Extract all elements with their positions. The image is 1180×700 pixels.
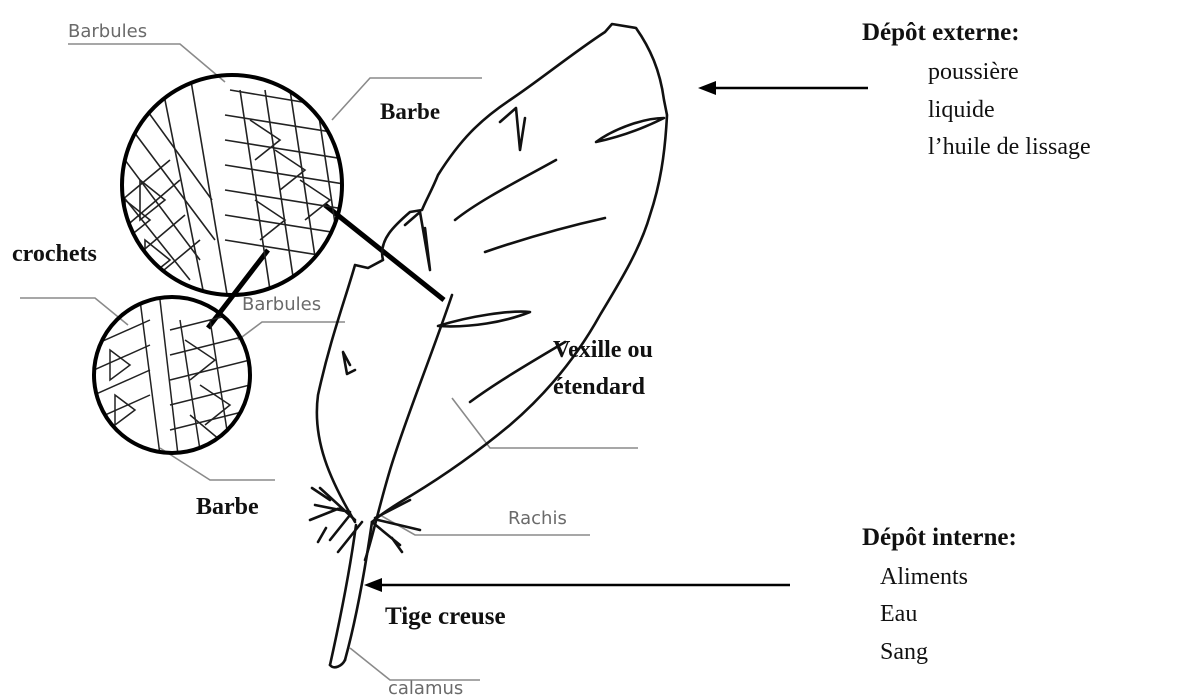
depot-externe-item: l’huile de lissage: [928, 135, 1091, 159]
label-calamus: calamus: [388, 680, 463, 698]
depot-interne-item: Aliments: [880, 565, 968, 589]
magnifier-small: [94, 297, 250, 455]
label-barbe-bottom: Barbe: [196, 495, 259, 519]
label-rachis: Rachis: [508, 510, 567, 528]
depot-externe-item: liquide: [928, 98, 995, 122]
depot-interne-item: Eau: [880, 602, 917, 626]
depot-interne-title: Dépôt interne:: [862, 525, 1017, 550]
label-vexille: Vexille ou: [553, 338, 653, 362]
label-crochets: crochets: [12, 242, 97, 266]
arrow-head-internal: [364, 578, 382, 592]
magnifier-large: [110, 75, 350, 300]
depot-externe-title: Dépôt externe:: [862, 20, 1020, 45]
arrow-head-external: [698, 81, 716, 95]
label-barbules-top: Barbules: [68, 23, 147, 41]
label-barbules-mid: Barbules: [242, 296, 321, 314]
label-etendard: étendard: [553, 375, 645, 399]
depot-interne-item: Sang: [880, 640, 928, 664]
label-barbe-top: Barbe: [380, 100, 440, 123]
label-tige-creuse: Tige creuse: [385, 604, 506, 629]
depot-externe-item: poussière: [928, 60, 1019, 84]
